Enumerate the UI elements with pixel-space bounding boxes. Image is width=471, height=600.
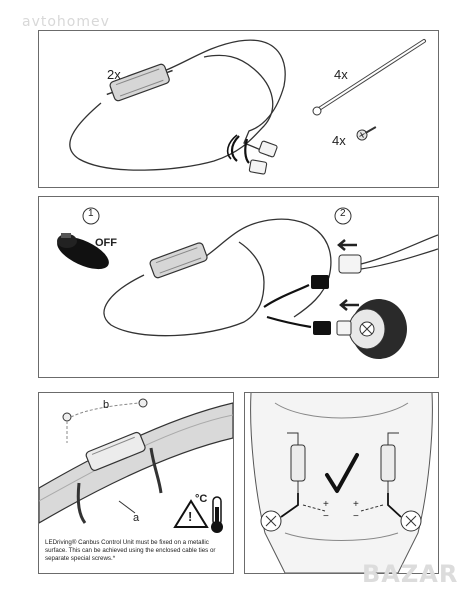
qty-screw: 4x [332,133,346,148]
screw-b-left [62,412,72,422]
minus-right: − [353,511,359,522]
step2-circle [334,207,352,225]
checkmark-icon [325,453,359,493]
arrow-bottom [339,299,359,311]
plus-left: + [323,499,329,510]
thermometer-icon [211,496,223,533]
key-icon [57,233,109,270]
contents-illustration [69,39,426,175]
arrow-top [337,239,357,251]
note-line-2: surface. This can be achieved using the … [45,547,216,554]
temperature-unit: °C [195,493,208,505]
engine-bay-illustration [250,393,433,573]
mounting-illustration [39,398,233,533]
headlamp-left [260,510,282,532]
qty-module: 2x [107,67,121,82]
headlamp-right [400,510,422,532]
note-line-3: separate special screws.* [45,555,116,562]
label-b: b [103,399,110,411]
plus-right: + [353,499,359,510]
panel-engine-bay: + − + − [244,392,439,574]
control-module [85,431,146,471]
note-line-1: LEDriving® Canbus Control Unit must be f… [45,539,209,546]
ignition-off-label: OFF [95,237,117,249]
connector-male [248,140,278,175]
warning-mark: ! [188,509,193,524]
control-module [149,242,208,279]
step2-number: 2 [340,208,346,219]
screw [356,126,377,141]
lamp-bulb [336,299,407,359]
step1-number: 1 [88,208,94,219]
warning-triangle [173,499,209,528]
headlamp-plug [338,234,438,274]
watermark-top: avtohomev [22,14,110,30]
panel-mounting: b a ! °C LEDriving® Canbus Control Unit … [38,392,234,574]
watermark-bottom: BAZAR [362,560,459,588]
cable-tie-b [149,447,163,494]
panel-installation-steps: 1 2 OFF [38,196,439,378]
adapter-connector-bottom [313,321,331,335]
mounting-note: LEDriving® Canbus Control Unit must be f… [45,539,229,563]
step1-circle [82,207,100,225]
screw-b-right [138,398,148,408]
label-a: a [133,512,140,524]
panel-contents: 2x 4x 4x [38,30,439,188]
control-module [106,63,173,102]
adapter-connector-top [311,275,329,289]
control-module-left [287,432,306,493]
minus-left: − [323,511,329,522]
cable-tie-a [76,482,87,524]
cable-tie [312,39,426,116]
qty-cable-tie: 4x [334,67,348,82]
installation-illustration [57,207,438,359]
control-module-right [380,432,399,493]
